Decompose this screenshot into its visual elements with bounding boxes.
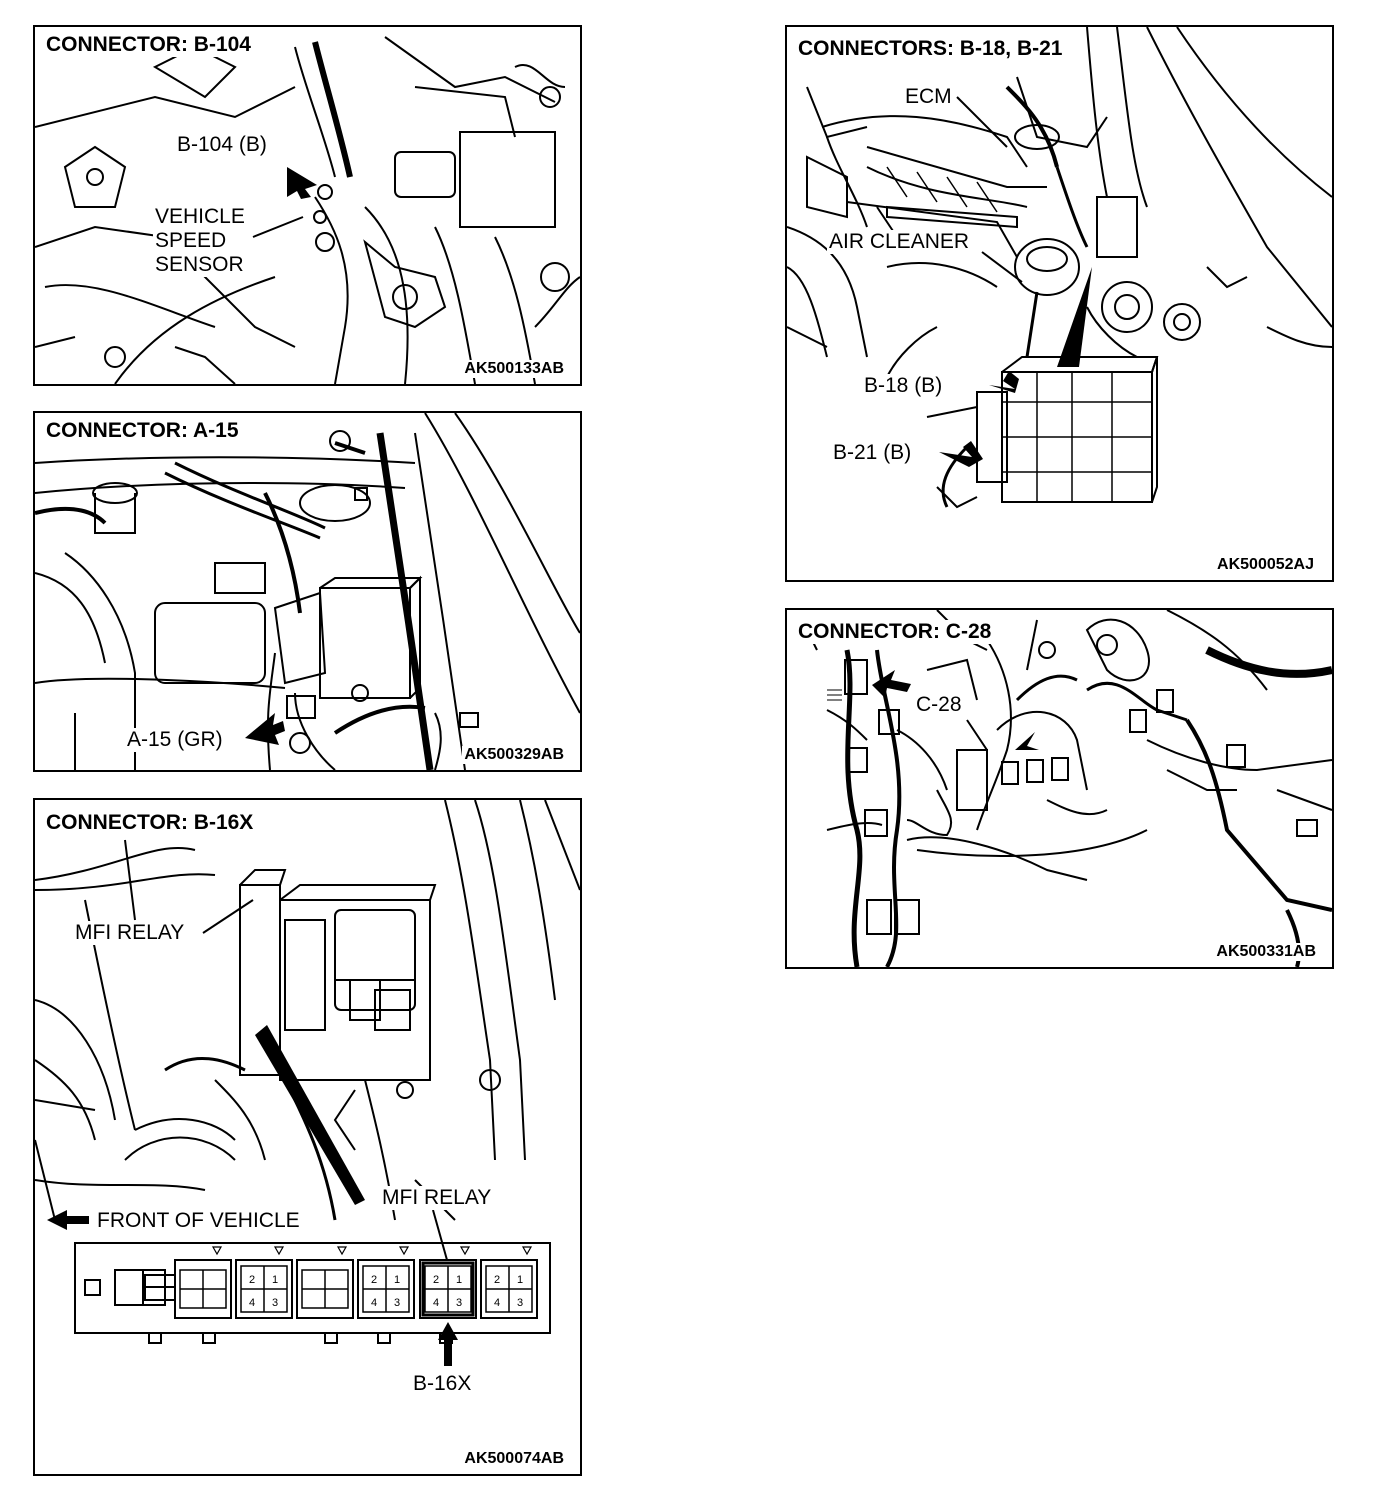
pin-number: 4 [433, 1297, 439, 1309]
label-c28-connector: C-28 [914, 693, 964, 717]
a15-illustration [35, 413, 580, 770]
panel-title: CONNECTOR: A-15 [43, 419, 242, 443]
c28-illustration [806, 610, 1332, 967]
label-line: VEHICLE [155, 205, 245, 228]
pin-number: 2 [249, 1274, 255, 1286]
label-mfi-relay: MFI RELAY [73, 921, 187, 945]
pin-number: 1 [456, 1274, 462, 1286]
label-line: SPEED [155, 229, 227, 252]
label-line: SENSOR [155, 253, 244, 276]
panel-title: CONNECTOR: B-104 [43, 33, 254, 57]
figure-code: AK500074AB [462, 1450, 566, 1468]
panel-connectors-b18-b21: CONNECTORS: B-18, B-21 ECM AIR CLEANER B… [785, 25, 1334, 582]
figure-code: AK500133AB [462, 360, 566, 378]
pin-number: 2 [494, 1274, 500, 1286]
pin-number: 2 [371, 1274, 377, 1286]
panel-title: CONNECTOR: C-28 [795, 620, 995, 644]
figure-code: AK500052AJ [1215, 556, 1316, 574]
pin-number: 4 [494, 1297, 500, 1309]
label-mfi-relay: MFI RELAY [380, 1186, 494, 1210]
label-a15-connector: A-15 (GR) [125, 728, 225, 752]
pin-number: 4 [371, 1297, 377, 1309]
panel-connector-b16x: 2 1 4 3 2 1 4 3 2 1 4 3 2 1 4 3 CONNECTO… [33, 798, 582, 1476]
panel-connector-b104: CONNECTOR: B-104 B-104 (B) VEHICLE SPEED… [33, 25, 582, 386]
label-front-of-vehicle: FRONT OF VEHICLE [95, 1209, 302, 1233]
pin-number: 2 [433, 1274, 439, 1286]
label-air-cleaner: AIR CLEANER [827, 230, 972, 254]
pin-number: 1 [517, 1274, 523, 1286]
label-b18-connector: B-18 (B) [862, 374, 945, 398]
b104-illustration [35, 36, 580, 384]
panel-title: CONNECTORS: B-18, B-21 [795, 37, 1066, 61]
figure-code: AK500329AB [462, 746, 566, 764]
panel-connector-a15: CONNECTOR: A-15 A-15 (GR) AK500329AB [33, 411, 582, 772]
label-b16x-connector: B-16X [411, 1372, 474, 1396]
pin-number: 3 [394, 1297, 400, 1309]
pin-number: 4 [249, 1297, 255, 1309]
panel-title: CONNECTOR: B-16X [43, 811, 257, 835]
b16x-illustration: 2 1 4 3 2 1 4 3 2 1 4 3 2 1 4 3 [35, 800, 580, 1366]
label-vehicle-speed-sensor: VEHICLE SPEED SENSOR [153, 205, 247, 277]
b18-illustration [787, 27, 1332, 509]
pin-number: 3 [272, 1297, 278, 1309]
label-b104-connector: B-104 (B) [175, 133, 269, 157]
pin-number: 1 [394, 1274, 400, 1286]
pin-number: 3 [456, 1297, 462, 1309]
pin-number: 1 [272, 1274, 278, 1286]
label-b21-connector: B-21 (B) [831, 441, 914, 465]
panel-connector-c28: CONNECTOR: C-28 C-28 AK500331AB [785, 608, 1334, 969]
label-ecm: ECM [903, 85, 954, 109]
pin-number: 3 [517, 1297, 523, 1309]
figure-code: AK500331AB [1214, 943, 1318, 961]
